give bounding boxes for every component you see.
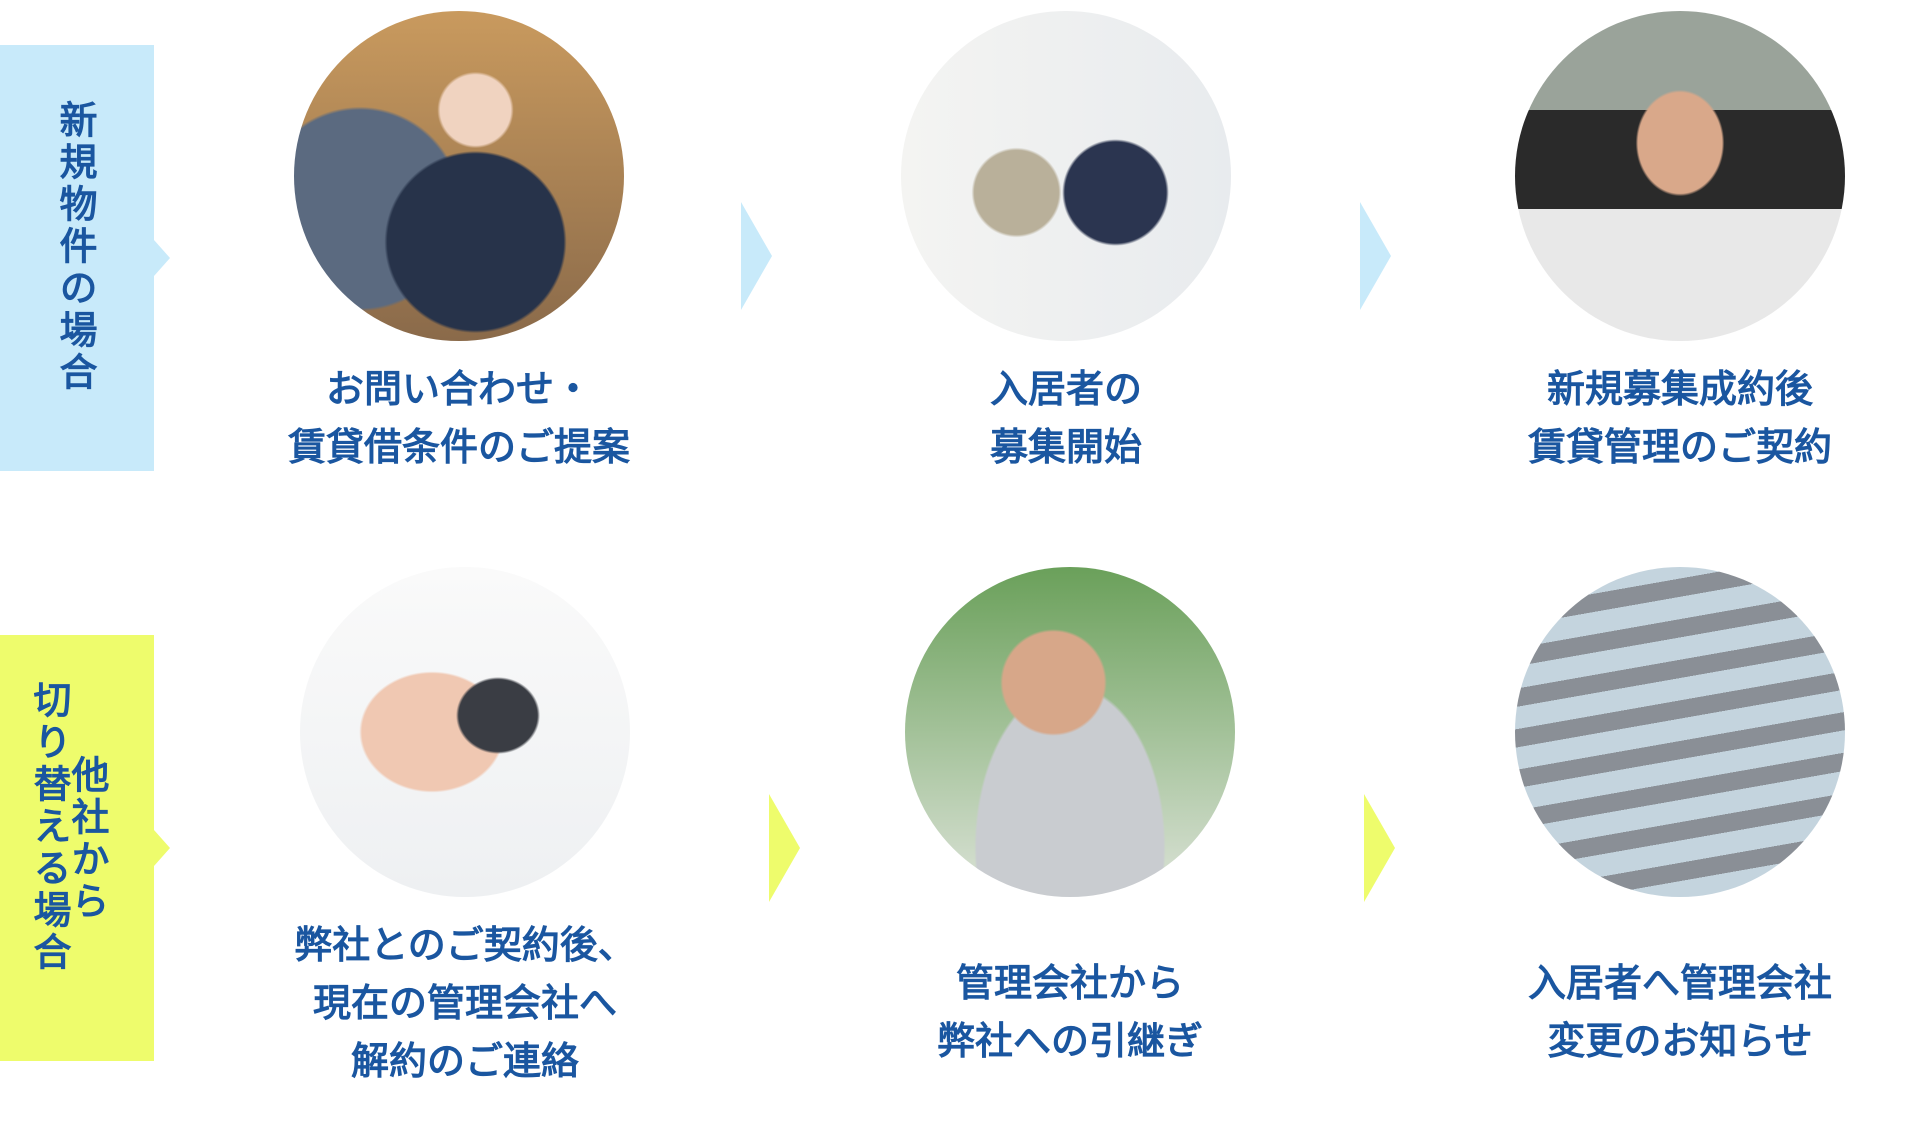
step-handover-text: 管理会社から 弊社への引継ぎ [860,954,1280,1070]
switch-company-label-line2: 切り替える場合 [27,680,71,974]
step-line: 募集開始 [989,425,1142,469]
step-line: 管理会社から [955,961,1184,1005]
step-line: 変更のお知らせ [1547,1019,1813,1063]
step-line: 弊社とのご契約後、 [294,923,636,967]
step-line: 解約のご連絡 [350,1039,579,1083]
new-property-label: 新規物件の場合 [0,45,170,471]
step-cancellation-text: 弊社とのご契約後、 現在の管理会社へ 解約のご連絡 [255,916,675,1090]
step-line: 弊社への引継ぎ [936,1019,1203,1063]
arrow-right-icon [769,794,800,902]
consultation-photo [294,11,624,341]
step-line: 新規募集成約後 [1546,367,1813,411]
new-property-label-text: 新規物件の場合 [53,100,97,394]
smartphone-photo [300,567,630,897]
property-viewing-photo [901,11,1231,341]
step-line: 賃貸管理のご契約 [1527,425,1832,469]
switch-company-label: 他社から 切り替える場合 [0,635,170,1061]
step-line: お問い合わせ・ [325,367,592,411]
step-line: 賃貸借条件のご提案 [287,425,630,469]
step-line: 入居者の [989,367,1142,411]
step-recruitment-text: 入居者の 募集開始 [856,360,1276,476]
arrow-right-icon [1360,202,1391,310]
arrow-right-icon [1364,794,1395,902]
arrow-right-icon [741,202,772,310]
apartment-building-photo [1515,567,1845,897]
switch-company-label-line1: 他社から [65,755,109,923]
step-line: 入居者へ管理会社 [1527,961,1832,1005]
step-consultation-text: お問い合わせ・ 賃貸借条件のご提案 [249,360,669,476]
call-center-photo [905,567,1235,897]
handshake-contract-photo [1515,11,1845,341]
step-contract-text: 新規募集成約後 賃貸管理のご契約 [1470,360,1890,476]
step-notification-text: 入居者へ管理会社 変更のお知らせ [1470,954,1890,1070]
step-line: 現在の管理会社へ [312,981,617,1025]
